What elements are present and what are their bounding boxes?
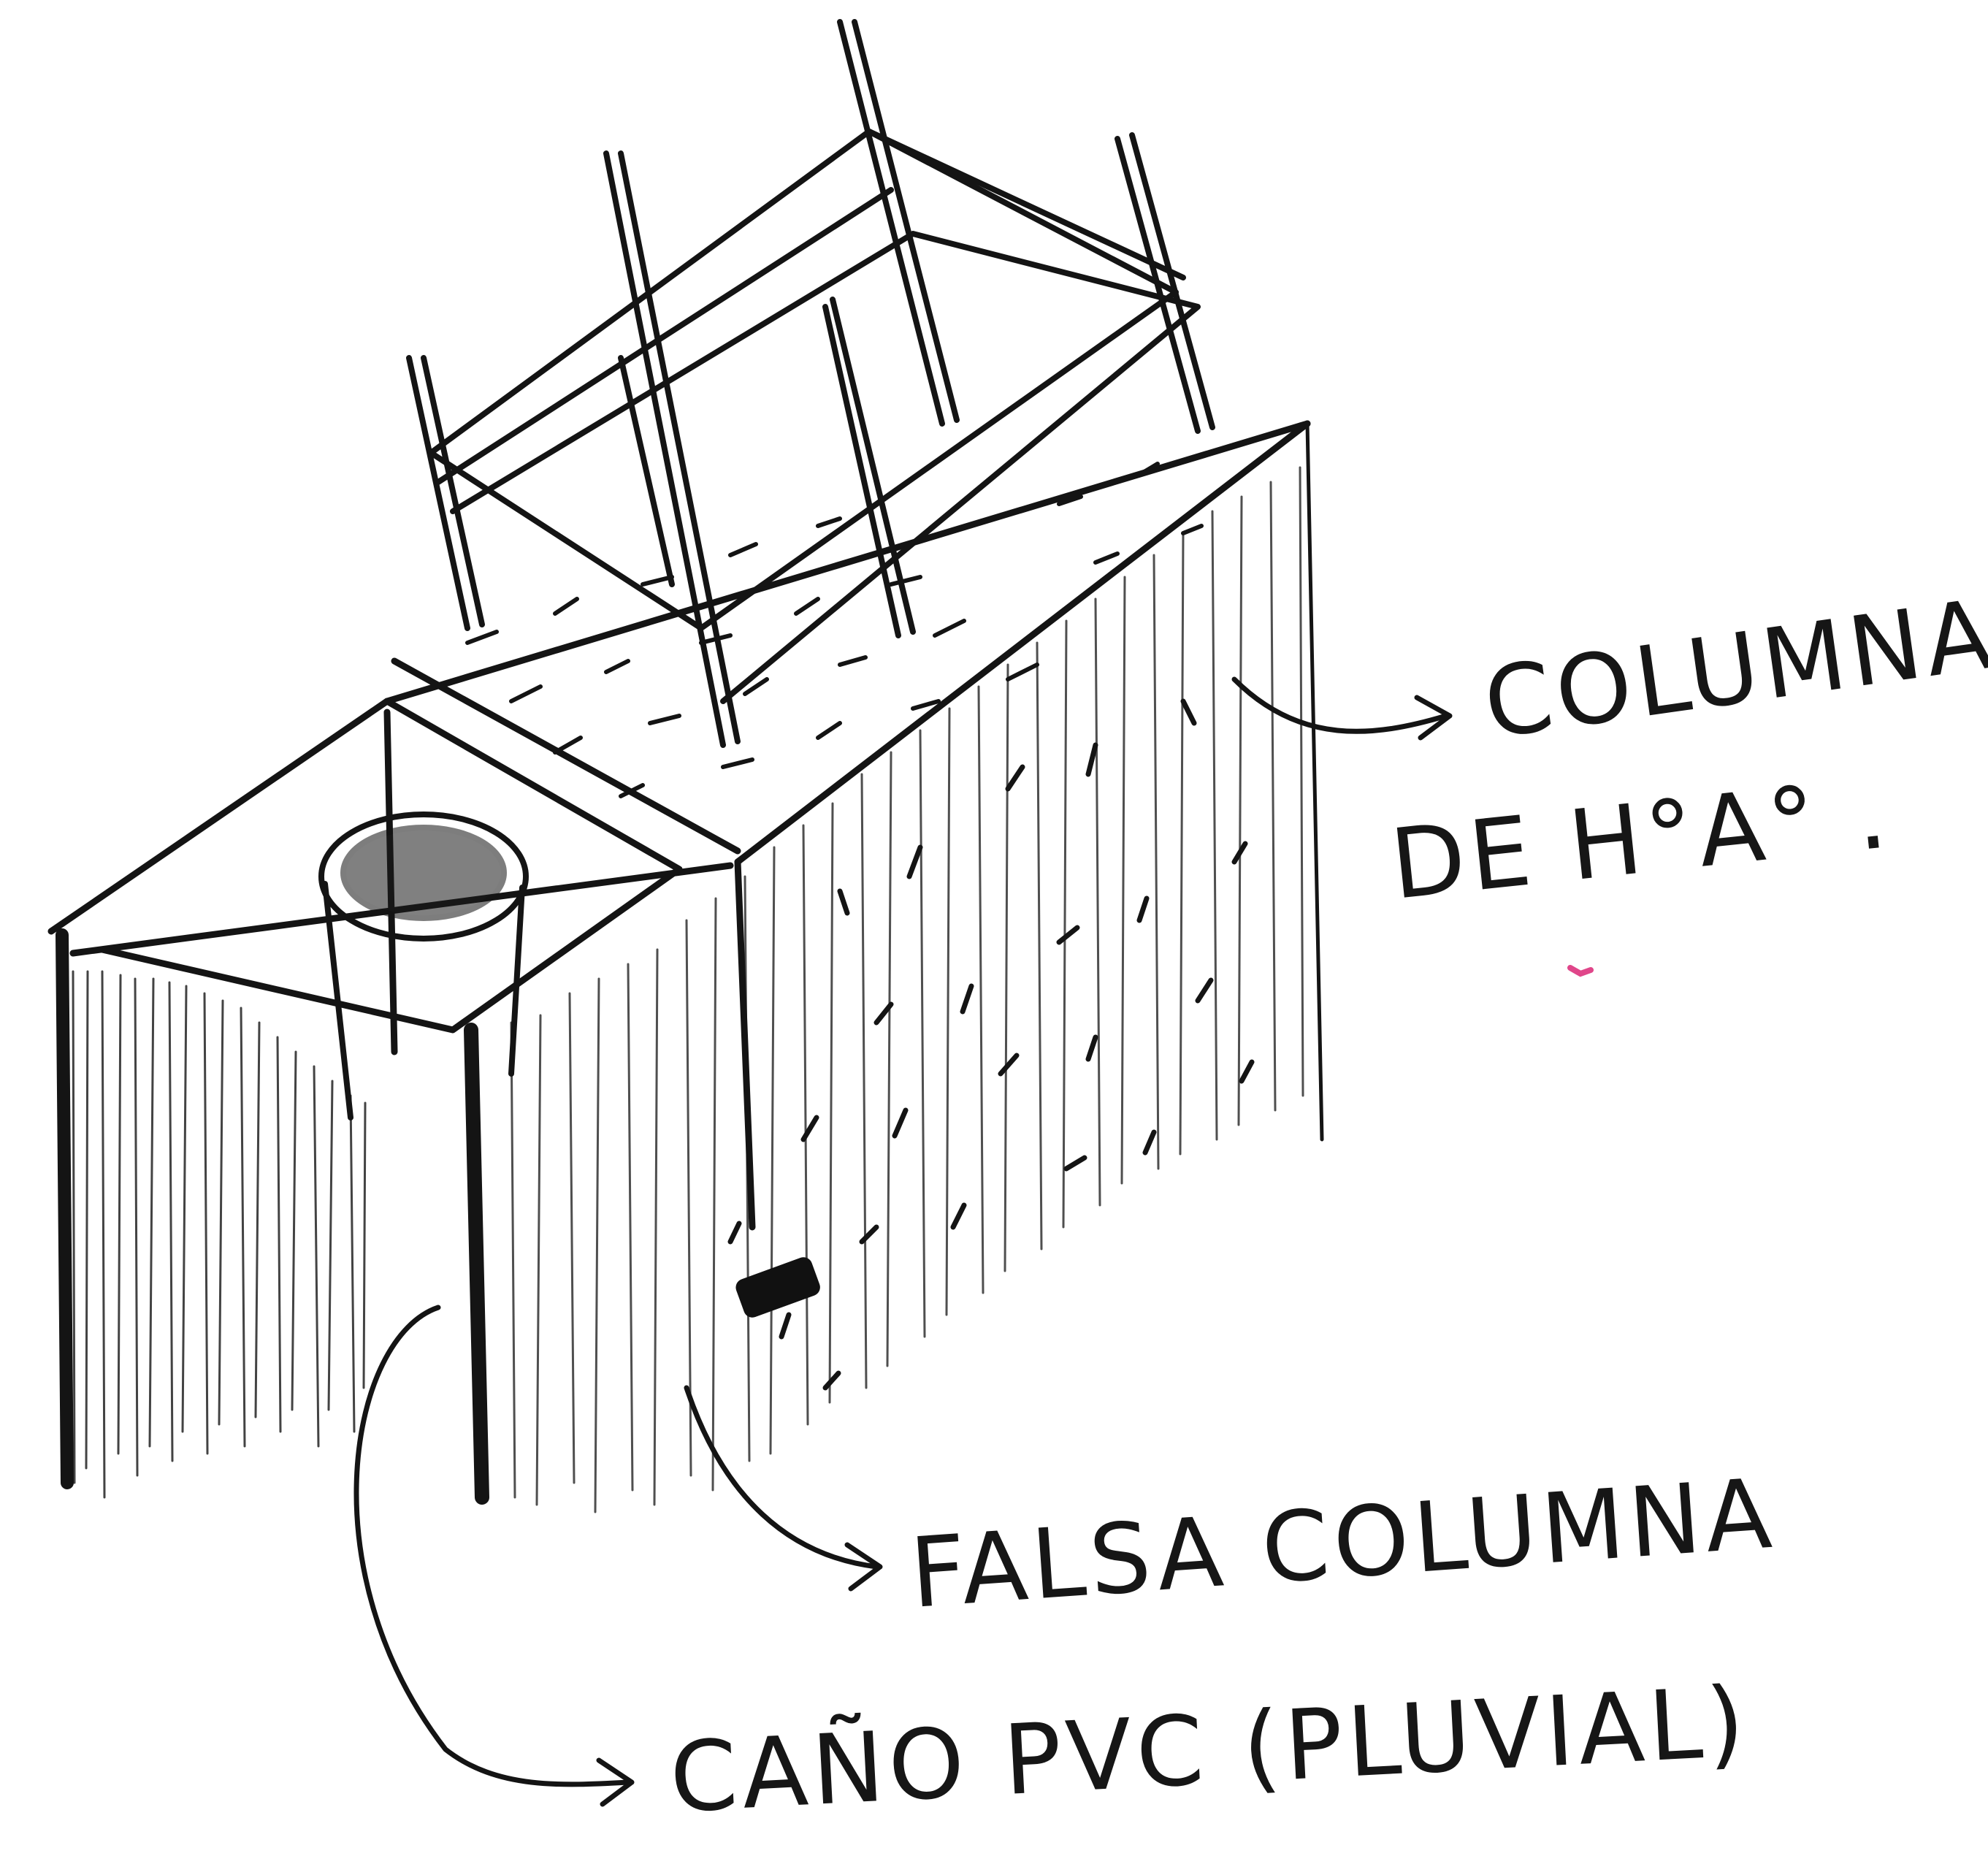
right-face-hatching bbox=[510, 466, 1304, 1513]
pink-mark bbox=[1567, 965, 1594, 977]
label-column-line2: DE H°A° . bbox=[1385, 757, 1896, 922]
arrow-pipe bbox=[353, 1305, 635, 1807]
label-pipe: CAÑO PVC (PLUVIAL) bbox=[668, 1666, 1751, 1835]
arrow-column bbox=[1231, 676, 1453, 741]
front-face-hatching bbox=[72, 970, 367, 1499]
rebar-cage bbox=[406, 19, 1215, 748]
arrow-false-column bbox=[684, 1385, 883, 1592]
label-column-line1: COLUMNA bbox=[1477, 578, 1988, 761]
label-false-column: FALSA COLUMNA bbox=[906, 1458, 1779, 1630]
drain-outlet-icon bbox=[735, 1257, 820, 1318]
right-face-speckles bbox=[727, 698, 1255, 1391]
concrete-top-texture bbox=[465, 462, 1204, 798]
pvc-pipe bbox=[318, 812, 529, 1120]
